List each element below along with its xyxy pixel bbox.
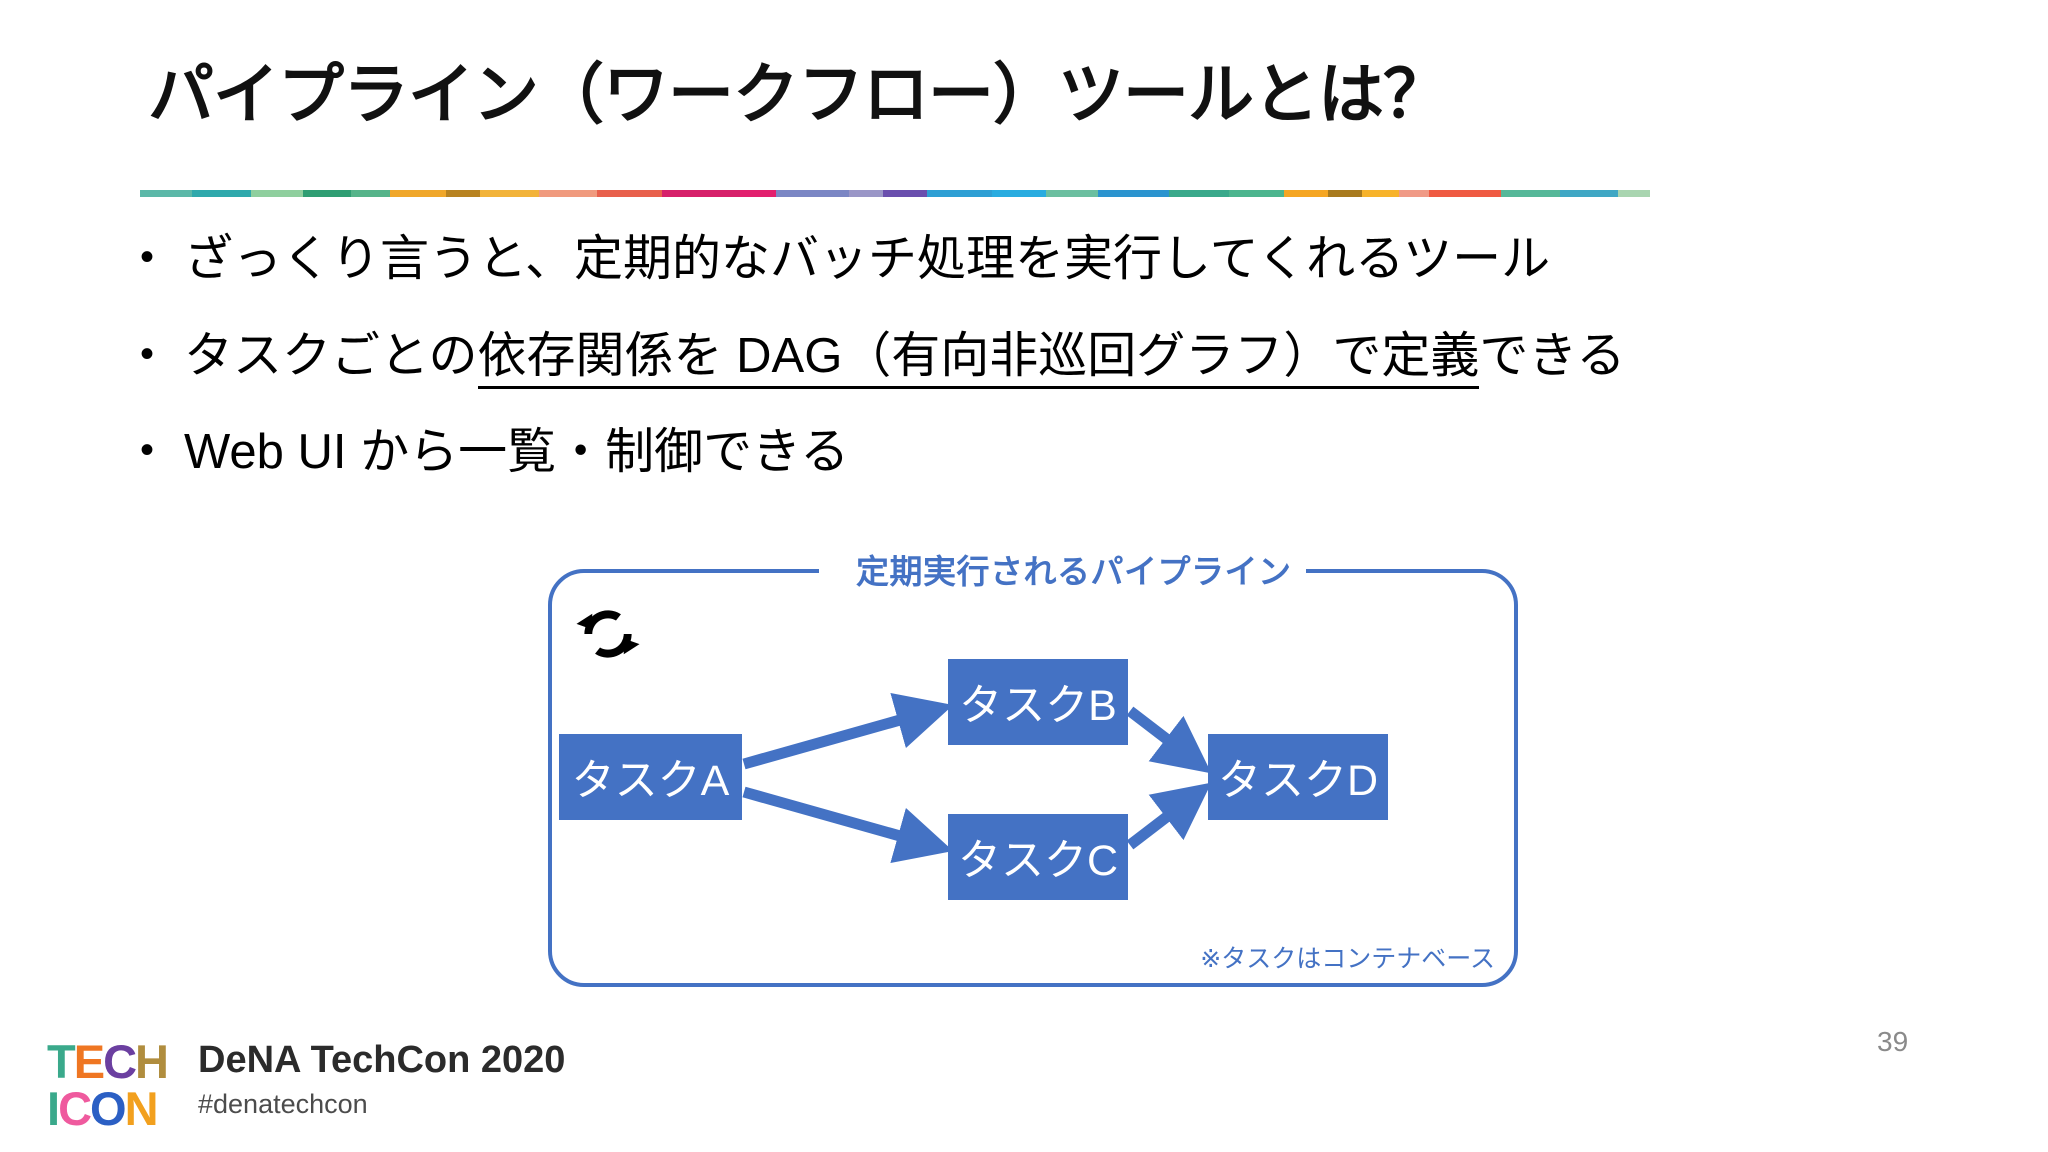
divider-segment	[596, 190, 663, 197]
footer-hashtag: #denatechcon	[198, 1089, 368, 1119]
node-task-d[interactable]: タスクD	[1208, 734, 1388, 820]
divider-segment	[302, 190, 351, 197]
node-task-b-label: タスクB	[959, 682, 1117, 730]
bullet-plain-phrase: タスクごとの	[184, 328, 478, 383]
divider-segment	[882, 190, 927, 197]
divider-segment	[539, 190, 597, 197]
node-task-a-label: タスクA	[571, 757, 730, 805]
divider-segment	[1618, 190, 1650, 197]
divider-segment	[1045, 190, 1098, 197]
divider-segment	[992, 190, 1046, 197]
diagram-label: 定期実行されるパイプライン	[842, 545, 1306, 593]
divider-segment	[1228, 190, 1285, 197]
bullet-item: • Web UI から一覧・制御できる	[140, 421, 1940, 484]
page-title: パイプライン（ワークフロー）ツールとは？	[148, 57, 1449, 131]
bullet-item: • ざっくり言うと、定期的なバッチ処理を実行してくれるツール	[140, 228, 1940, 291]
techcon-logo: TECH ICON	[47, 1036, 169, 1131]
svg-text:TECH: TECH	[47, 1036, 167, 1088]
bullet-text: タスクごとの依存関係を DAG（有向非巡回グラフ）で定義できる	[184, 325, 1626, 389]
bullet-text: ざっくり言うと、定期的なバッチ処理を実行してくれるツール	[184, 228, 1550, 291]
divider-segment	[191, 190, 252, 197]
node-task-a[interactable]: タスクA	[559, 734, 742, 820]
divider-segment	[140, 190, 192, 197]
divider-segment	[775, 190, 850, 197]
divider-segment	[1284, 190, 1328, 197]
diagram-footnote: ※タスクはコンテナベース	[1200, 945, 1495, 973]
divider-segment	[1327, 190, 1362, 197]
divider-segment	[1169, 190, 1229, 197]
rainbow-divider	[140, 190, 1650, 197]
bullet-marker-icon: •	[140, 428, 155, 473]
divider-segment	[662, 190, 740, 197]
bullet-plain-phrase: ざっくり言うと、定期的なバッチ処理を実行してくれるツール	[184, 232, 1551, 286]
bullet-plain-phrase: できる	[1479, 328, 1626, 383]
bullet-text: Web UI から一覧・制御できる	[184, 421, 849, 484]
divider-segment	[1429, 190, 1501, 197]
node-task-c-label: タスクC	[957, 837, 1119, 885]
svg-text:ICON: ICON	[47, 1082, 157, 1131]
bullet-list: • ざっくり言うと、定期的なバッチ処理を実行してくれるツール • タスクごとの依存関係…	[140, 228, 1940, 518]
bullet-item: • タスクごとの依存関係を DAG（有向非巡回グラフ）で定義できる	[140, 325, 1940, 389]
divider-segment	[350, 190, 391, 197]
page-number: 39	[1877, 1026, 1909, 1057]
footer-title: DeNA TechCon 2020	[198, 1039, 566, 1081]
node-task-d-label: タスクD	[1217, 757, 1379, 805]
divider-segment	[251, 190, 303, 197]
bullet-plain-phrase: Web UI から一覧・制御できる	[184, 425, 850, 480]
divider-segment	[926, 190, 993, 197]
divider-segment	[849, 190, 883, 197]
divider-segment	[479, 190, 540, 197]
bullet-underlined-phrase: 依存関係を DAG（有向非巡回グラフ）で定義	[477, 328, 1480, 389]
diagram-arrows	[742, 693, 1212, 863]
refresh-cycle-icon	[576, 610, 640, 658]
bullet-marker-icon: •	[140, 235, 155, 279]
divider-segment	[1361, 190, 1400, 197]
divider-segment	[1399, 190, 1430, 197]
pipeline-diagram: 定期実行されるパイプライン タスクA タスクB タスクC タスクD ※タスクはコ…	[547, 545, 1519, 988]
node-task-b[interactable]: タスクB	[948, 659, 1128, 745]
divider-segment	[445, 190, 480, 197]
divider-segment	[739, 190, 776, 197]
bullet-marker-icon: •	[140, 331, 155, 376]
divider-segment	[1500, 190, 1561, 197]
divider-segment	[390, 190, 446, 197]
divider-segment	[1097, 190, 1170, 197]
divider-segment	[1560, 190, 1618, 197]
node-task-c[interactable]: タスクC	[948, 814, 1128, 900]
